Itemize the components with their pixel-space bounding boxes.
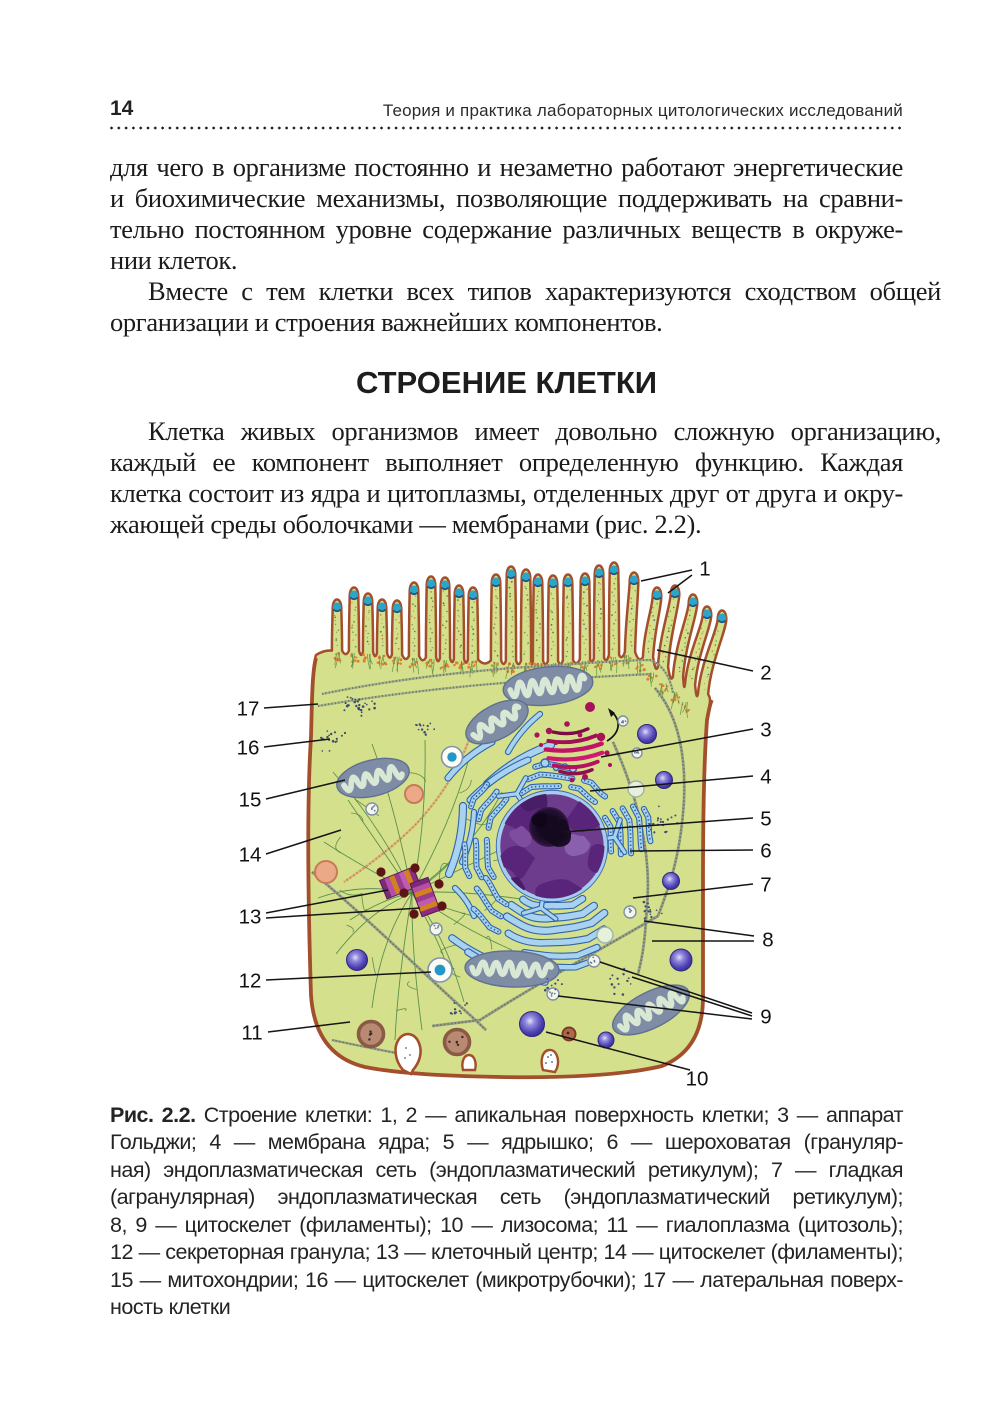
svg-text:14: 14: [239, 844, 262, 867]
svg-text:13: 13: [239, 906, 262, 929]
svg-text:9: 9: [760, 1006, 771, 1029]
svg-text:12: 12: [239, 970, 262, 993]
svg-text:16: 16: [237, 737, 260, 760]
svg-text:1: 1: [699, 558, 710, 581]
svg-text:11: 11: [241, 1022, 262, 1045]
svg-text:5: 5: [760, 808, 771, 831]
svg-text:4: 4: [760, 766, 771, 789]
svg-text:17: 17: [237, 698, 260, 721]
svg-text:7: 7: [760, 874, 771, 897]
svg-text:6: 6: [760, 840, 771, 863]
svg-text:3: 3: [760, 719, 771, 742]
svg-text:15: 15: [239, 789, 262, 812]
svg-text:8: 8: [762, 929, 773, 952]
svg-text:2: 2: [760, 662, 771, 685]
svg-text:10: 10: [686, 1068, 709, 1091]
